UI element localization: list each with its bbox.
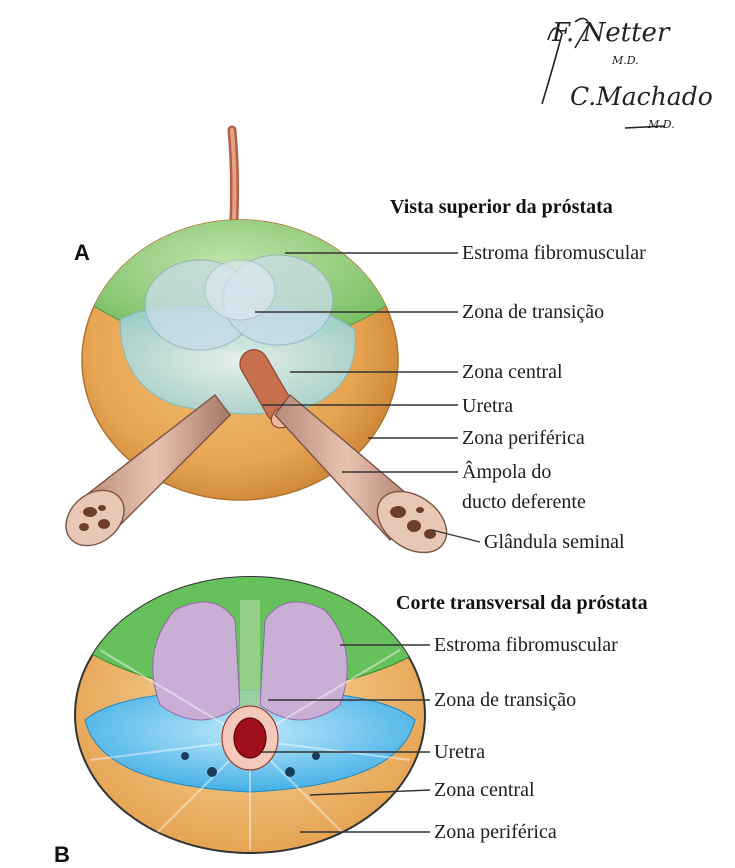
panel-b-letter: B: [54, 842, 70, 868]
label-a-urethra: Uretra: [462, 395, 513, 417]
label-b-urethra: Uretra: [434, 741, 485, 763]
panel-a-title: Vista superior da próstata: [390, 196, 613, 219]
label-a-fibromuscular-stroma: Estroma fibromuscular: [462, 242, 646, 264]
panel-b-title: Corte transversal da próstata: [396, 592, 648, 615]
signature-netter-suffix: M.D.: [612, 54, 639, 67]
label-a-peripheral-zone: Zona periférica: [462, 427, 585, 449]
label-b-central-zone: Zona central: [434, 779, 535, 801]
signature-netter: F. Netter: [552, 18, 669, 48]
label-a-ampulla-line2: ducto deferente: [462, 491, 586, 513]
label-a-transition-zone: Zona de transição: [462, 301, 604, 323]
urethra-b: [234, 718, 266, 758]
label-b-peripheral-zone: Zona periférica: [434, 821, 557, 843]
signature-machado-suffix: M.D.: [648, 118, 675, 131]
panel-b-illustration: [70, 575, 430, 853]
label-a-ampulla-line1: Âmpola do: [462, 461, 551, 483]
label-b-transition-zone: Zona de transição: [434, 689, 576, 711]
label-a-seminal-gland: Glândula seminal: [484, 531, 625, 553]
signature-machado: C.Machado: [570, 82, 713, 111]
label-b-fibromuscular-stroma: Estroma fibromuscular: [434, 634, 618, 656]
panel-a-letter: A: [74, 240, 90, 266]
label-a-central-zone: Zona central: [462, 361, 563, 383]
